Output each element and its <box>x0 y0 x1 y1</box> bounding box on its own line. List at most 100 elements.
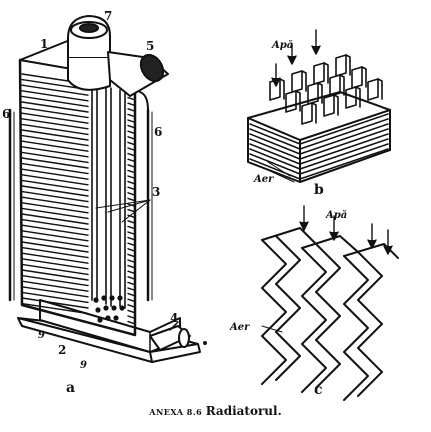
cooling-fin <box>127 197 135 202</box>
cooling-fin <box>127 152 135 157</box>
cooling-fin <box>127 164 135 168</box>
cooling-fin <box>21 302 89 315</box>
tube-fin-detail <box>247 29 391 183</box>
label-apa-c: Apă <box>326 210 348 221</box>
caption-code: ANEXA 8.6 <box>149 407 203 417</box>
cooling-fin <box>127 276 135 280</box>
cooling-fin <box>21 196 89 208</box>
cooling-fin <box>127 158 135 162</box>
cooling-fin <box>21 123 89 136</box>
label-5: 5 <box>146 39 155 53</box>
water-tube <box>367 78 379 101</box>
cooling-fin <box>21 241 89 253</box>
cooling-fin <box>127 130 135 134</box>
water-tube <box>377 78 383 100</box>
cooling-fin <box>21 213 89 225</box>
cooling-fin <box>21 258 89 270</box>
corrugated-fin <box>301 247 327 393</box>
cooling-fin <box>127 175 135 179</box>
cooling-fin <box>127 108 135 112</box>
cooling-fin <box>21 235 89 248</box>
cooling-fin <box>21 269 89 281</box>
cooling-fin <box>21 263 89 276</box>
cooling-fin <box>127 141 135 146</box>
water-tube <box>291 70 303 93</box>
cooling-fin <box>21 297 89 309</box>
cooling-fin <box>127 180 135 185</box>
cooling-fin <box>127 259 135 263</box>
panel-label-a: a <box>66 380 76 396</box>
cooling-fin <box>21 230 89 242</box>
fin-plate <box>249 133 389 165</box>
cooling-fin <box>127 147 135 151</box>
cooling-fin <box>127 309 135 314</box>
cooling-fin <box>127 248 135 252</box>
cooling-fin <box>21 190 89 203</box>
cooling-fin <box>127 292 135 297</box>
cooling-fin <box>127 214 135 218</box>
cooling-fin <box>21 140 89 152</box>
cooling-fin <box>127 270 135 274</box>
cooling-fin <box>21 95 89 108</box>
cooling-fin <box>21 207 89 220</box>
corrugated-fin-detail <box>261 205 399 401</box>
cooling-fin <box>21 84 89 96</box>
corrugated-fin <box>261 239 287 385</box>
cooling-fin <box>127 287 135 291</box>
cooling-fin <box>21 280 89 292</box>
cooling-fin <box>127 304 135 308</box>
cooling-fin <box>127 231 135 235</box>
cooling-fin <box>127 320 135 325</box>
cooling-fin <box>127 225 135 230</box>
label-aer-b: Aer <box>254 174 274 185</box>
panel-label-c: c <box>314 382 323 398</box>
cooling-fin <box>21 129 89 141</box>
cooling-fin <box>127 315 135 319</box>
label-9-a: 9 <box>38 330 45 341</box>
cooling-fin <box>21 202 89 214</box>
cooling-fin <box>127 220 135 224</box>
water-tube <box>345 54 351 76</box>
corrugated-fin <box>275 235 301 381</box>
label-aer-c: Aer <box>230 322 250 333</box>
water-tube <box>295 90 301 112</box>
cooling-fin <box>127 96 135 101</box>
cooling-fin <box>127 124 135 129</box>
label-6-right: 6 <box>154 125 163 139</box>
cooling-fin <box>21 146 89 158</box>
cooling-fin <box>127 264 135 269</box>
label-3: 3 <box>152 185 161 199</box>
label-apa-b: Apă <box>272 40 294 51</box>
cooling-fin <box>21 90 89 102</box>
cooling-fin <box>21 112 89 124</box>
cooling-fin <box>21 174 89 186</box>
water-tube <box>311 102 317 124</box>
radiator-assembly <box>8 15 207 363</box>
water-tube <box>355 86 361 108</box>
water-tube <box>323 62 329 84</box>
cooling-fin <box>21 106 89 119</box>
water-tube <box>301 70 307 92</box>
fin-top-edge <box>261 227 317 245</box>
cooling-fin <box>21 179 89 192</box>
cooling-fin <box>127 169 135 174</box>
cooling-fin <box>21 291 89 304</box>
label-2: 2 <box>58 343 67 357</box>
panel-label-b: b <box>314 182 324 198</box>
cooling-fin <box>21 101 89 113</box>
label-9-b: 9 <box>80 360 87 371</box>
cooling-fin <box>21 162 89 175</box>
cooling-fin <box>127 236 135 241</box>
cooling-fin <box>21 246 89 259</box>
water-tube <box>279 78 285 100</box>
cooling-fin <box>127 281 135 286</box>
water-tube <box>333 94 339 116</box>
water-tube <box>335 54 347 77</box>
cooling-fin <box>21 134 89 147</box>
cooling-fin <box>21 274 89 287</box>
fin-top-edge <box>343 243 399 259</box>
corrugated-fin <box>315 243 341 389</box>
fin-top-edge <box>301 235 359 253</box>
cooling-fin <box>127 208 135 213</box>
